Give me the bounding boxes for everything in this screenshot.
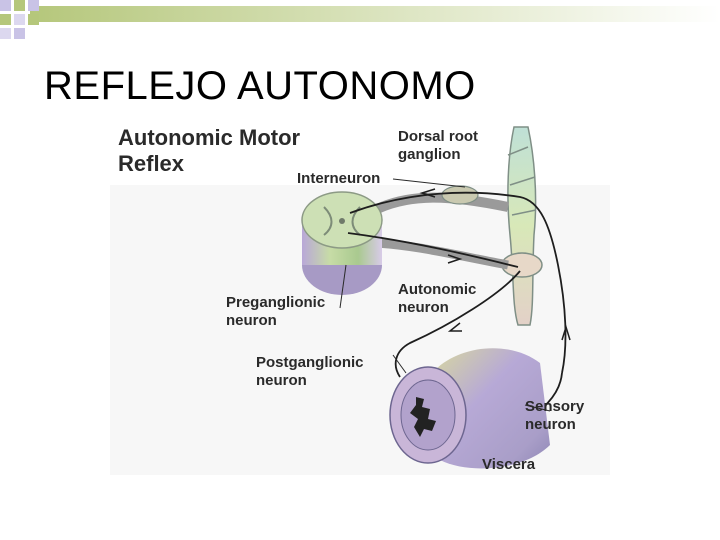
- arrow-icon: [419, 188, 436, 198]
- top-gradient-bar: [30, 6, 720, 22]
- label-dorsal-root: Dorsal root: [398, 128, 478, 145]
- reflex-diagram-svg: Autonomic Motor Reflex Dorsal root gangl…: [110, 125, 610, 475]
- reflex-diagram: Autonomic Motor Reflex Dorsal root gangl…: [110, 115, 610, 480]
- postganglionic-neuron-path: [394, 270, 521, 378]
- label-postganglionic: Postganglionic: [256, 354, 364, 371]
- arrow-icon: [447, 254, 463, 264]
- leader-line: [339, 264, 347, 309]
- ventral-root: [374, 238, 509, 270]
- viscera-lumen: [410, 397, 436, 437]
- label-autonomic: Autonomic: [398, 281, 476, 298]
- slide-title: REFLEJO AUTONOMO: [44, 64, 476, 108]
- label-preganglionic-neuron: neuron: [226, 312, 277, 329]
- sensory-neuron-path: [349, 191, 567, 374]
- label-preganglionic: Preganglionic: [226, 294, 325, 311]
- central-canal: [339, 218, 345, 224]
- preganglionic-neuron-path: [347, 232, 519, 268]
- label-autonomic-neuron: neuron: [398, 299, 449, 316]
- label-interneuron: Interneuron: [297, 170, 380, 187]
- figure-title-line2: Reflex: [118, 151, 185, 176]
- decor-square: [28, 0, 39, 11]
- label-sensory: Sensory: [525, 398, 585, 415]
- decor-square: [0, 14, 11, 25]
- dorsal-root-ganglion: [441, 185, 479, 205]
- decor-square: [14, 14, 25, 25]
- leader-line: [392, 178, 466, 188]
- label-sensory-neuron: neuron: [525, 416, 576, 433]
- leader-line: [524, 404, 551, 412]
- arrow-icon: [447, 322, 462, 332]
- label-viscera: Viscera: [482, 456, 536, 473]
- decor-square: [0, 28, 11, 39]
- decor-square: [14, 28, 25, 39]
- label-ganglion: ganglion: [398, 146, 461, 163]
- corner-decoration: [0, 0, 720, 39]
- leader-line: [392, 354, 407, 374]
- trunk-branches: [507, 146, 537, 216]
- decor-square: [0, 0, 11, 11]
- decor-square: [14, 0, 25, 11]
- figure-title-line1: Autonomic Motor: [118, 125, 301, 150]
- arrow-icon: [561, 324, 571, 341]
- viscera-wall: [435, 348, 550, 469]
- dorsal-root: [372, 192, 510, 215]
- label-postganglionic-neuron: neuron: [256, 372, 307, 389]
- decor-square: [28, 14, 39, 25]
